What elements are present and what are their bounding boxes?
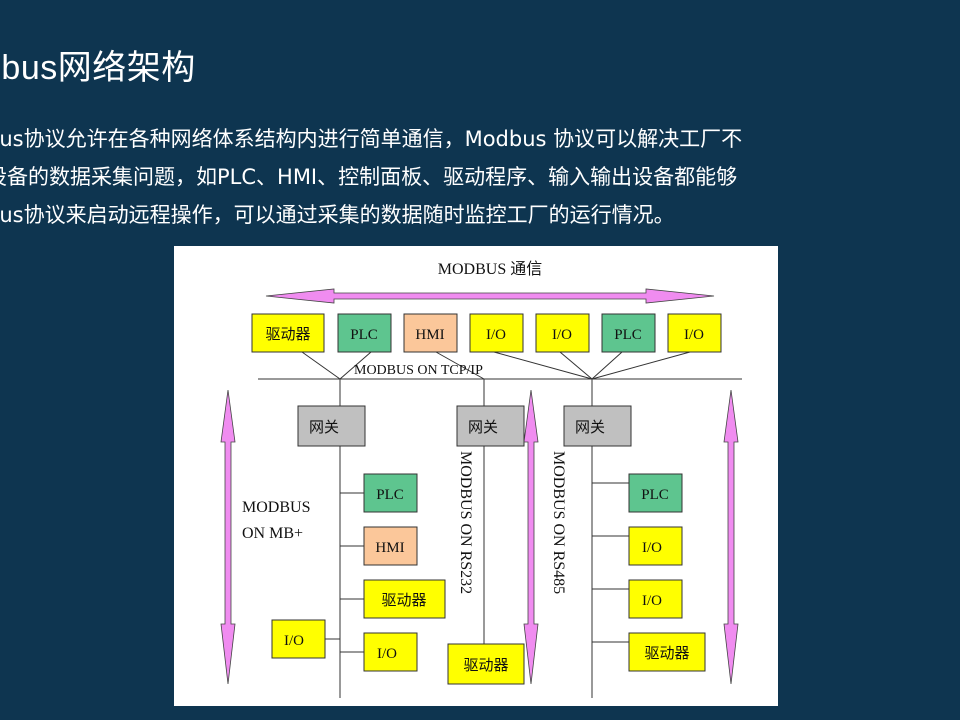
mbplus-label-line2: ON MB+ <box>242 525 303 542</box>
rs485-bus <box>591 446 629 698</box>
svg-text:网关: 网关 <box>575 419 605 436</box>
rs232-label: MODBUS ON RS232 <box>457 451 474 594</box>
device-io: I/O <box>469 313 524 353</box>
vertical-arrow-icon <box>220 389 236 685</box>
device-io: I/O <box>667 313 722 353</box>
mbplus-device-plc: PLC <box>363 473 418 513</box>
svg-text:驱动器: 驱动器 <box>644 645 689 662</box>
gateway-mbplus: 网关 <box>297 405 366 447</box>
rs485-device-plc: PLC <box>628 473 683 513</box>
modbus-comm-label: MODBUS 通信 <box>438 260 542 278</box>
vertical-arrow-icon <box>523 389 539 685</box>
mbplus-device-hmi: HMI <box>363 526 418 566</box>
svg-text:PLC: PLC <box>614 327 642 343</box>
device-driver: 驱动器 <box>251 313 325 353</box>
rs232-device-driver: 驱动器 <box>447 643 525 685</box>
svg-text:网关: 网关 <box>468 419 498 436</box>
rs485-device-driver: 驱动器 <box>628 632 706 672</box>
tcp-bus-label: MODBUS ON TCP/IP <box>354 363 483 378</box>
mbplus-left-device-io: I/O <box>271 619 326 659</box>
device-io: I/O <box>535 313 590 353</box>
rs485-device-io: I/O <box>628 579 683 619</box>
svg-text:I/O: I/O <box>486 327 506 343</box>
vertical-arrow-icon <box>723 389 739 685</box>
bidirectional-arrow-icon <box>265 288 715 304</box>
svg-text:I/O: I/O <box>642 593 662 609</box>
svg-text:I/O: I/O <box>552 327 572 343</box>
modbus-architecture-diagram: MODBUS 通信 驱动器 PLC HMI I/O I/O <box>174 246 778 706</box>
svg-text:I/O: I/O <box>642 540 662 556</box>
svg-text:驱动器: 驱动器 <box>463 657 508 674</box>
svg-text:I/O: I/O <box>284 633 304 649</box>
mbplus-bus <box>322 446 364 698</box>
gateway-rs485: 网关 <box>563 405 632 447</box>
svg-text:I/O: I/O <box>377 646 397 662</box>
svg-text:HMI: HMI <box>415 327 444 343</box>
paragraph-line-1: bus协议允许在各种网络体系结构内进行简单通信，Modbus 协议可以解决工厂不 <box>0 127 743 151</box>
svg-text:I/O: I/O <box>684 327 704 343</box>
device-plc: PLC <box>601 313 656 353</box>
mbplus-device-io: I/O <box>363 632 418 672</box>
slide-paragraph: bus协议允许在各种网络体系结构内进行简单通信，Modbus 协议可以解决工厂不… <box>0 120 960 234</box>
svg-text:PLC: PLC <box>350 327 378 343</box>
device-hmi: HMI <box>403 313 458 353</box>
mbplus-label-line1: MODBUS <box>242 499 310 516</box>
paragraph-line-2: 设备的数据采集问题，如PLC、HMI、控制面板、驱动程序、输入输出设备都能够 <box>0 165 738 189</box>
svg-text:驱动器: 驱动器 <box>265 326 310 343</box>
gateway-rs232: 网关 <box>456 405 525 447</box>
svg-text:PLC: PLC <box>376 487 404 503</box>
mbplus-device-driver: 驱动器 <box>363 579 446 619</box>
paragraph-line-3: bus协议来启动远程操作，可以通过采集的数据随时监控工厂的运行情况。 <box>0 203 675 227</box>
slide-title: dbus网络架构 <box>0 49 196 87</box>
svg-text:PLC: PLC <box>641 487 669 503</box>
svg-text:网关: 网关 <box>309 419 339 436</box>
device-plc: PLC <box>337 313 392 353</box>
rs485-label: MODBUS ON RS485 <box>550 451 567 594</box>
top-device-row: 驱动器 PLC HMI I/O I/O PLC <box>251 313 722 353</box>
svg-text:驱动器: 驱动器 <box>381 592 426 609</box>
svg-text:HMI: HMI <box>375 540 404 556</box>
tcp-connectors <box>258 351 742 406</box>
rs485-device-io: I/O <box>628 526 683 566</box>
